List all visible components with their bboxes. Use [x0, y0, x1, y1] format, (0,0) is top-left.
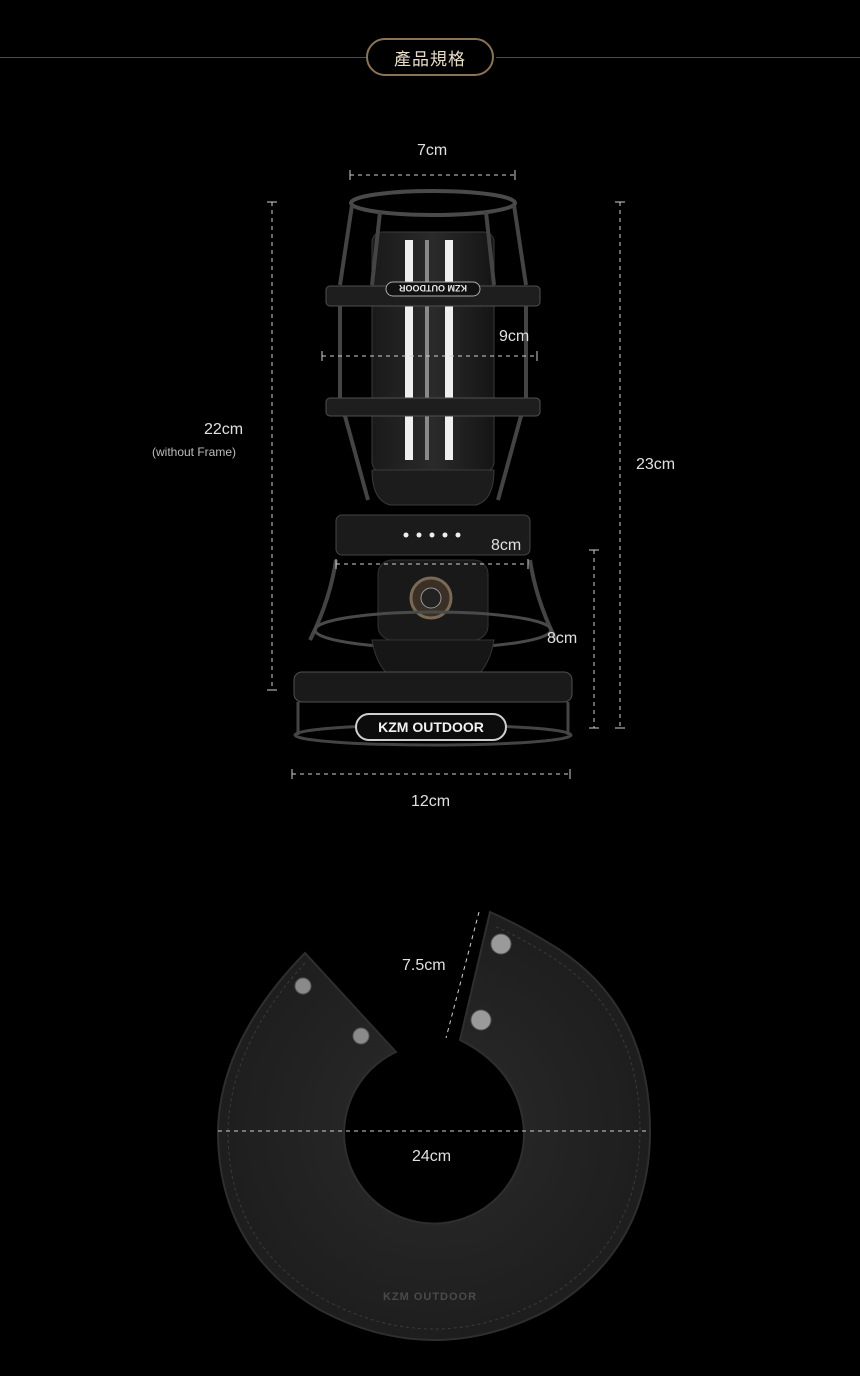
dim-label-base-width: 12cm — [411, 793, 451, 810]
dim-label-mid-width: 8cm — [491, 537, 522, 554]
dim-label-height-no-frame: 22cm — [204, 421, 244, 438]
lantern: KZM OUTDOOR KZM OUTDOOR — [293, 189, 573, 747]
dimension-lines — [271, 174, 621, 775]
header-divider-right — [496, 57, 860, 58]
top-brand-badge: KZM OUTDOOR — [399, 283, 467, 293]
dim-line-cover-gap — [445, 911, 480, 1039]
dimension-ticks — [267, 170, 625, 779]
dim-label-glass-width: 9cm — [499, 328, 530, 345]
dim-note-without-frame: (without Frame) — [152, 445, 237, 459]
dim-label-base-height: 8cm — [547, 630, 578, 647]
dim-label-cover-diameter: 24cm — [412, 1148, 452, 1165]
section-title: 產品規格 — [394, 49, 466, 69]
brand-plate — [355, 713, 507, 741]
brand-plate-label: KZM OUTDOOR — [378, 719, 484, 735]
dim-label-top-width: 7cm — [417, 142, 448, 159]
leather-cover: KZM OUTDOOR — [216, 910, 652, 1341]
cover-brand-emboss: KZM OUTDOOR — [383, 1291, 477, 1303]
cover-dimension-lines — [218, 911, 650, 1132]
dim-label-total-height: 23cm — [636, 456, 676, 473]
snap-button-icon — [294, 933, 512, 1045]
dim-label-cover-gap: 7.5cm — [402, 957, 446, 974]
header-divider-left — [0, 57, 366, 58]
battery-indicator-dots — [403, 532, 461, 538]
section-title-badge: 產品規格 — [366, 38, 494, 76]
